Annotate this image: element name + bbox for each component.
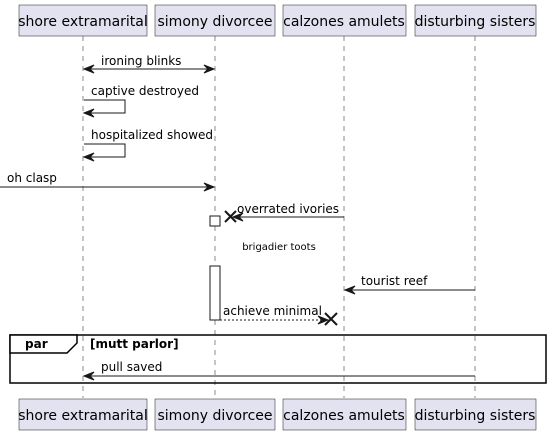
message-captive-destroyed: captive destroyed <box>82 84 199 118</box>
fragment-guard: [mutt parlor] <box>90 337 179 351</box>
fragment-keyword: par <box>25 337 48 351</box>
participant-label: shore extramarital <box>18 14 148 30</box>
participant-foot-calzones-amulets: calzones amulets <box>282 398 407 431</box>
message-tourist-reef: tourist reef <box>343 274 475 295</box>
message-label: ironing blinks <box>101 54 181 68</box>
arrowhead-left <box>343 285 356 295</box>
participant-foot-simony-divorcee: simony divorcee <box>154 398 276 431</box>
participant-label: shore extramarital <box>18 408 148 424</box>
destroy-x-icon <box>224 210 237 223</box>
participant-label: simony divorcee <box>158 408 273 424</box>
participant-head-shore-extramarital: shore extramarital <box>18 4 148 37</box>
message-ironing-blinks: ironing blinks <box>82 54 216 74</box>
arrowhead-left <box>82 64 95 74</box>
participant-label: calzones amulets <box>283 14 405 30</box>
arrowhead-left <box>82 108 95 118</box>
participant-foot-disturbing-sisters: disturbing sisters <box>415 398 537 431</box>
message-label: pull saved <box>101 360 162 374</box>
participant-head-simony-divorcee: simony divorcee <box>154 4 276 37</box>
activation-bar-top <box>209 215 221 227</box>
arrowhead-left <box>231 212 244 222</box>
message-pull-saved: pull saved <box>82 360 475 381</box>
arrowhead-right <box>203 182 216 192</box>
participant-head-calzones-amulets: calzones amulets <box>282 4 407 37</box>
participant-head-disturbing-sisters: disturbing sisters <box>415 4 537 37</box>
arrowhead-left <box>82 371 95 381</box>
message-overrated-ivories: overrated ivories <box>224 202 344 223</box>
message-hospitalized-showed: hospitalized showed <box>82 128 213 162</box>
message-label: achieve minimal <box>223 304 322 318</box>
participant-label: calzones amulets <box>283 408 405 424</box>
fragment-tab <box>9 334 78 354</box>
activation-bar-bottom <box>209 265 221 321</box>
message-label: oh clasp <box>7 171 57 185</box>
destroy-x-icon <box>324 312 338 326</box>
message-achieve-minimal: achieve minimal <box>220 304 338 326</box>
participant-label: disturbing sisters <box>415 14 536 30</box>
arrowhead-right <box>317 315 330 325</box>
message-label: captive destroyed <box>91 84 199 98</box>
divider-label: brigadier toots <box>242 242 316 253</box>
participant-foot-shore-extramarital: shore extramarital <box>18 398 148 431</box>
message-label: hospitalized showed <box>91 128 213 142</box>
message-label: tourist reef <box>361 274 428 288</box>
message-oh-clasp: oh clasp <box>0 171 216 192</box>
participant-label: disturbing sisters <box>415 408 536 424</box>
arrowhead-right <box>203 64 216 74</box>
arrowhead-left <box>82 152 95 162</box>
message-label: overrated ivories <box>237 202 339 216</box>
participant-label: simony divorcee <box>158 14 273 30</box>
par-fragment: par [mutt parlor] <box>9 334 547 384</box>
